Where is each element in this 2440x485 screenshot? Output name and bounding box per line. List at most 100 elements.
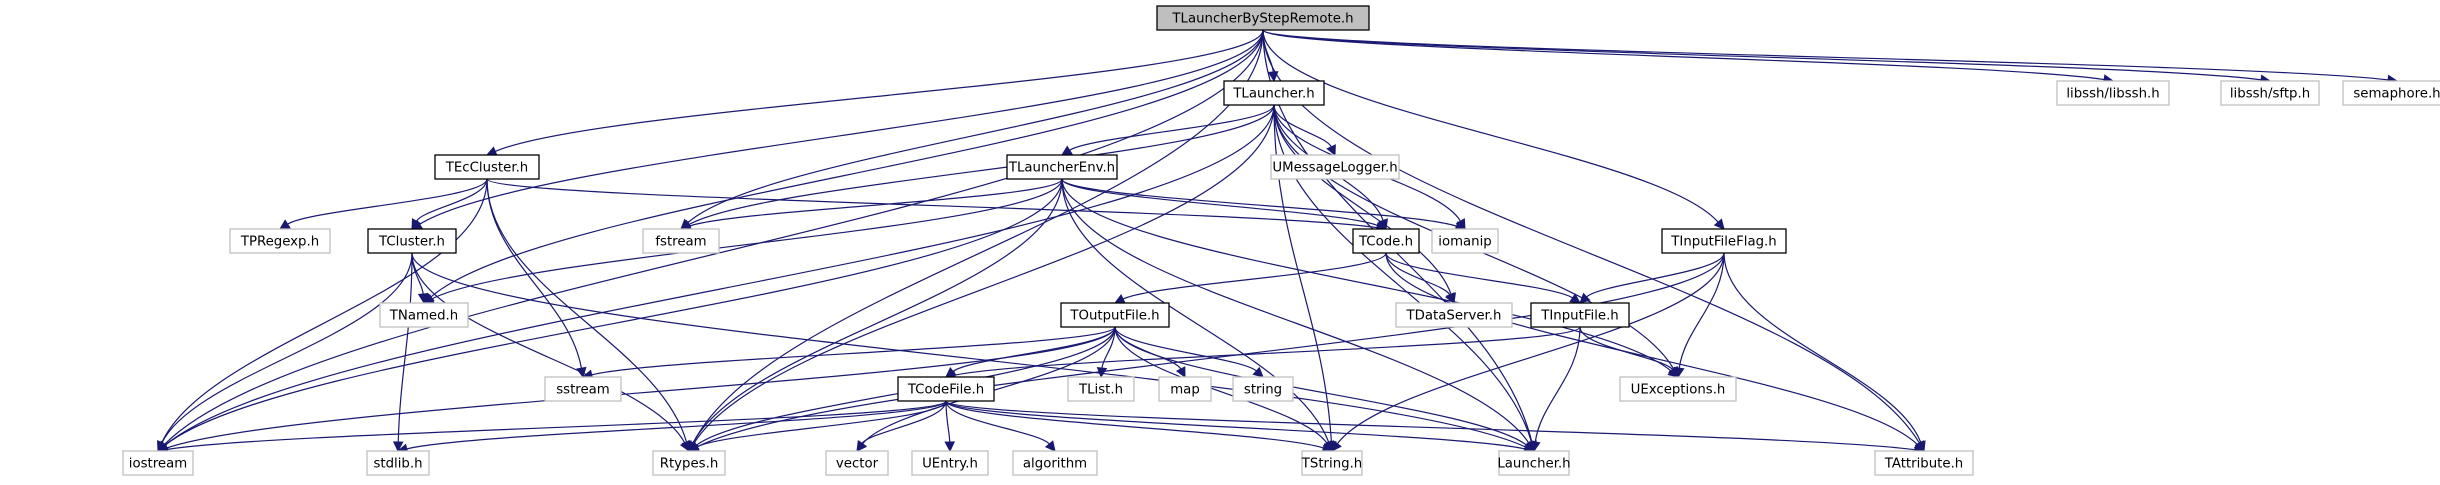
node-box <box>2220 80 2320 106</box>
node-box <box>544 376 622 402</box>
arrowhead-icon <box>944 441 956 453</box>
node-box[interactable] <box>897 376 995 402</box>
node-box <box>1498 450 1570 476</box>
edge-tcluster-to-iostream <box>157 252 413 453</box>
node-iostream: iostream <box>122 450 194 476</box>
edge-line <box>1114 326 1257 372</box>
arrowhead-icon <box>1252 366 1264 378</box>
node-box <box>2342 80 2440 106</box>
node-map: map <box>1158 376 1212 402</box>
edge-line <box>1061 178 1378 227</box>
edge-line <box>1534 326 1581 443</box>
node-label: TString.h <box>1301 457 1362 472</box>
node-label: iomanip <box>1438 235 1492 250</box>
edge-line <box>945 400 1324 449</box>
edge-line <box>1061 178 1330 443</box>
arrowhead-icon <box>1668 366 1679 378</box>
node-tlauncherenv-h[interactable]: TLauncherEnv.h <box>1006 154 1118 180</box>
arrowhead-icon <box>392 441 404 453</box>
edge-tcodefile-to-uentry <box>944 400 956 453</box>
node-box[interactable] <box>1156 5 1370 31</box>
node-launcher-h: Launcher.h <box>1497 450 1571 476</box>
node-box[interactable] <box>1006 154 1118 180</box>
arrowhead-icon <box>485 146 498 157</box>
node-box[interactable] <box>1223 80 1325 106</box>
node-box[interactable] <box>1661 228 1787 254</box>
node-box[interactable] <box>367 228 457 254</box>
node-tlauncherbystepremote-h[interactable]: TLauncherByStepRemote.h <box>1156 5 1370 31</box>
node-label: fstream <box>655 235 706 250</box>
edge-toutputfile-to-map <box>1114 326 1186 378</box>
node-tlist-h: TList.h <box>1067 376 1135 402</box>
node-box <box>1431 228 1499 254</box>
node-tcluster-h[interactable]: TCluster.h <box>367 228 457 254</box>
edge-line <box>689 178 1063 227</box>
node-tcode-h[interactable]: TCode.h <box>1352 228 1420 254</box>
node-box[interactable] <box>1352 228 1420 254</box>
node-label: TCluster.h <box>378 235 445 250</box>
node-tlauncher-h[interactable]: TLauncher.h <box>1223 80 1325 106</box>
node-label: algorithm <box>1023 457 1087 472</box>
edge-line <box>1262 29 2105 81</box>
node-label: vector <box>836 457 879 472</box>
node-box <box>366 450 430 476</box>
node-box <box>379 302 469 328</box>
node-box[interactable] <box>1060 302 1170 328</box>
node-box <box>1395 302 1513 328</box>
node-vector: vector <box>825 450 889 476</box>
node-tinputfileflag-h[interactable]: TInputFileFlag.h <box>1661 228 1787 254</box>
edge-root-to-tinputfileflag <box>1262 29 1725 230</box>
node-teccluster-h[interactable]: TEcCluster.h <box>434 154 540 180</box>
edge-root-to-tnamed <box>423 29 1264 304</box>
edge-tcode-to-tdataserver <box>1385 252 1455 304</box>
node-label: TInputFileFlag.h <box>1670 235 1776 250</box>
node-box[interactable] <box>1530 302 1630 328</box>
edge-teccluster-to-tcluster <box>411 178 488 230</box>
edge-line <box>862 326 1116 445</box>
edge-tcodefile-to-algorithm <box>945 400 1056 452</box>
edge-root-to-sftp <box>1262 29 2272 85</box>
node-label: TAttribute.h <box>1884 457 1963 472</box>
arrowhead-icon <box>1096 366 1108 379</box>
node-sstream: sstream <box>544 376 622 402</box>
node-label: UEntry.h <box>922 457 978 472</box>
edge-line <box>945 400 1526 450</box>
arrowhead-icon <box>1915 440 1926 453</box>
arrowhead-icon <box>417 293 429 305</box>
arrowhead-icon <box>411 218 422 230</box>
edge-line <box>411 252 686 444</box>
arrowhead-icon <box>1444 292 1455 304</box>
edge-line <box>163 29 1264 446</box>
node-label: sstream <box>556 383 610 398</box>
edge-tcode-to-tattribute <box>1385 252 1925 452</box>
edge-root-to-libssh <box>1262 29 2115 85</box>
edge-tlauncherenv-to-tcode <box>1061 178 1388 231</box>
edge-line <box>161 252 413 444</box>
edge-tcode-to-toutputfile <box>1113 252 1387 304</box>
edge-line <box>495 29 1264 152</box>
edge-toutputfile-to-string <box>1114 326 1264 378</box>
node-label: TPRegexp.h <box>240 235 319 250</box>
edge-tinputfileflag-to-rtypes <box>688 252 1725 452</box>
node-label: string <box>1244 383 1282 398</box>
edge-line <box>945 400 951 443</box>
edge-line <box>486 178 688 443</box>
node-box <box>1067 376 1135 402</box>
edge-line <box>861 400 947 444</box>
edge-tinputfileflag-to-tinputfile <box>1579 252 1725 304</box>
node-tattribute-h: TAttribute.h <box>1874 450 1974 476</box>
node-tcodefile-h[interactable]: TCodeFile.h <box>897 376 995 402</box>
node-algorithm: algorithm <box>1012 450 1098 476</box>
node-toutputfile-h[interactable]: TOutputFile.h <box>1060 302 1170 328</box>
node-tinputfile-h[interactable]: TInputFile.h <box>1530 302 1630 328</box>
edge-line <box>406 400 947 450</box>
edge-line <box>1061 178 1457 227</box>
edge-line <box>1385 252 1573 299</box>
node-label: TList.h <box>1078 383 1123 398</box>
edge-line <box>1579 326 1674 371</box>
arrowhead-icon <box>1530 440 1541 453</box>
node-box <box>1012 450 1098 476</box>
node-box[interactable] <box>434 154 540 180</box>
node-label: stdlib.h <box>373 457 422 472</box>
node-box <box>122 450 194 476</box>
